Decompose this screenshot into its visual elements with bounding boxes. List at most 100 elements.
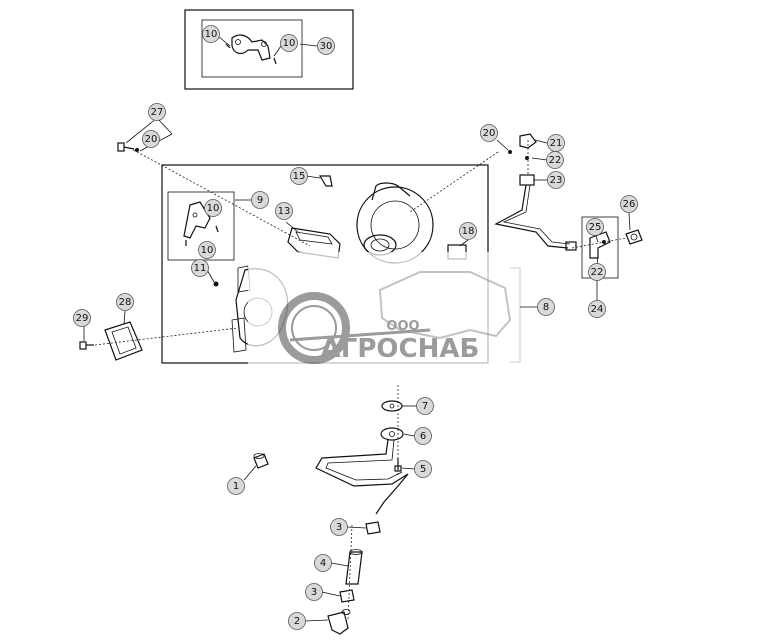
callout-c22a: 22 bbox=[546, 151, 564, 169]
bolt-27-drawing bbox=[117, 142, 139, 152]
callout-c4: 4 bbox=[314, 554, 332, 572]
callout-circle bbox=[305, 583, 323, 601]
callout-circle bbox=[480, 124, 498, 142]
callout-c8: 8 bbox=[537, 298, 555, 316]
callout-number: 10 bbox=[201, 245, 214, 256]
callout-c3b: 3 bbox=[305, 583, 323, 601]
callout-c27: 27 bbox=[148, 103, 166, 121]
watermark-swoosh bbox=[289, 328, 431, 342]
callout-number: 22 bbox=[591, 267, 604, 278]
callout-circle bbox=[317, 37, 335, 55]
tee-25-drawing bbox=[589, 231, 611, 259]
callout-circle bbox=[416, 397, 434, 415]
callout-circle bbox=[288, 612, 306, 630]
inset-frame-outer bbox=[184, 9, 354, 90]
callout-circle bbox=[537, 298, 555, 316]
callout-number: 25 bbox=[589, 222, 602, 233]
callout-number: 11 bbox=[194, 263, 207, 274]
bracket-30-drawing bbox=[225, 34, 277, 65]
callout-number: 10 bbox=[283, 38, 296, 49]
callout-circle bbox=[314, 554, 332, 572]
callout-c7: 7 bbox=[416, 397, 434, 415]
callout-number: 18 bbox=[462, 226, 475, 237]
bolt-5-drawing bbox=[394, 458, 402, 472]
assembly-line bbox=[571, 237, 627, 249]
callout-number: 15 bbox=[293, 171, 306, 182]
callout-c29: 29 bbox=[73, 309, 91, 327]
callout-c9: 9 bbox=[251, 191, 269, 209]
elbow-2-drawing bbox=[327, 609, 351, 635]
callout-circle bbox=[148, 103, 166, 121]
flange-6-drawing bbox=[380, 427, 404, 441]
callout-number: 22 bbox=[549, 155, 562, 166]
callout-circle bbox=[547, 171, 565, 189]
callout-circle bbox=[586, 218, 604, 236]
callout-number: 8 bbox=[543, 302, 549, 313]
callout-c26: 26 bbox=[620, 195, 638, 213]
callout-number: 2 bbox=[294, 616, 300, 627]
callout-number: 3 bbox=[311, 587, 317, 598]
callout-number: 1 bbox=[233, 481, 239, 492]
tractor-silhouette-icon bbox=[378, 271, 512, 340]
callout-c10c: 10 bbox=[204, 199, 222, 217]
callout-number: 10 bbox=[207, 203, 220, 214]
assembly-line bbox=[347, 524, 353, 621]
callout-c20a: 20 bbox=[142, 130, 160, 148]
callout-number: 30 bbox=[320, 41, 333, 52]
callout-c1: 1 bbox=[227, 477, 245, 495]
callout-c20b: 20 bbox=[480, 124, 498, 142]
callout-c13: 13 bbox=[275, 202, 293, 220]
callout-number: 26 bbox=[623, 199, 636, 210]
callout-c11: 11 bbox=[191, 259, 209, 277]
callout-c10d: 10 bbox=[198, 241, 216, 259]
assembly-line bbox=[94, 327, 239, 346]
callout-number: 28 bbox=[119, 297, 132, 308]
watermark-line2: АГРОСНАБ bbox=[321, 334, 480, 364]
callout-circle bbox=[546, 151, 564, 169]
callout-number: 24 bbox=[591, 304, 604, 315]
callout-number: 9 bbox=[257, 195, 263, 206]
watermark-logo: ООО АГРОСНАБ bbox=[248, 252, 528, 377]
callout-circle bbox=[73, 309, 91, 327]
callout-c5: 5 bbox=[414, 460, 432, 478]
callout-circle bbox=[202, 25, 220, 43]
plug-1-drawing bbox=[253, 453, 269, 469]
callout-c2: 2 bbox=[288, 612, 306, 630]
callout-number: 4 bbox=[320, 558, 326, 569]
callout-circle bbox=[142, 130, 160, 148]
callout-number: 20 bbox=[483, 128, 496, 139]
clamp-3-drawing bbox=[365, 521, 381, 535]
callout-number: 21 bbox=[550, 138, 563, 149]
callout-circle bbox=[620, 195, 638, 213]
callout-c15: 15 bbox=[290, 167, 308, 185]
callout-circle bbox=[414, 460, 432, 478]
callout-circle bbox=[588, 300, 606, 318]
callout-c10b: 10 bbox=[280, 34, 298, 52]
inset-frame-inner bbox=[201, 19, 303, 78]
callout-c3a: 3 bbox=[330, 518, 348, 536]
callout-number: 7 bbox=[422, 401, 428, 412]
clamp-3b-drawing bbox=[339, 589, 355, 603]
bracket-9-drawing bbox=[183, 201, 219, 246]
watermark-line1: ООО bbox=[386, 319, 419, 334]
callout-circle bbox=[280, 34, 298, 52]
callout-number: 10 bbox=[205, 29, 218, 40]
callout-c22b: 22 bbox=[588, 263, 606, 281]
callout-c6: 6 bbox=[414, 427, 432, 445]
callout-c23: 23 bbox=[547, 171, 565, 189]
callout-number: 27 bbox=[151, 107, 164, 118]
gasket-28-drawing bbox=[104, 321, 143, 361]
callout-c21: 21 bbox=[547, 134, 565, 152]
callout-circle bbox=[198, 241, 216, 259]
callout-circle bbox=[275, 202, 293, 220]
callout-c30: 30 bbox=[317, 37, 335, 55]
callout-number: 3 bbox=[336, 522, 342, 533]
callouts: 3010102720202122231591010131811262522248… bbox=[73, 25, 638, 630]
callout-circle bbox=[227, 477, 245, 495]
callout-circle bbox=[290, 167, 308, 185]
callout-circle bbox=[588, 263, 606, 281]
assembly-line bbox=[129, 147, 311, 247]
callout-circle bbox=[330, 518, 348, 536]
callout-circle bbox=[191, 259, 209, 277]
